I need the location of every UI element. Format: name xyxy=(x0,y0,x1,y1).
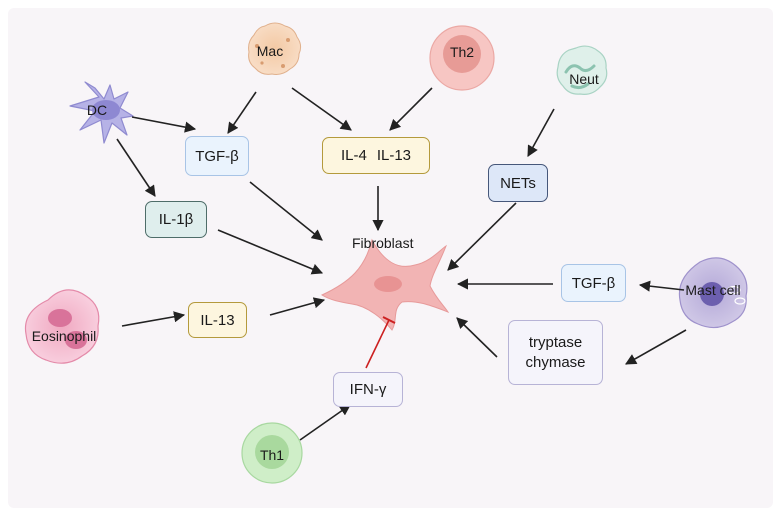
mediator-box-il1b: IL-1β xyxy=(145,201,207,238)
arrow-eosinophil-to-il13 xyxy=(121,311,186,327)
cell-label-neut: Neut xyxy=(569,71,599,87)
arrow-th1-to-ifn-gamma xyxy=(299,404,351,441)
mediator-label: IL-1β xyxy=(158,211,194,228)
mediator-box-il13-left: IL-13 xyxy=(188,302,247,338)
cell-label-th1: Th1 xyxy=(259,447,285,463)
arrow-il1b-to-fibroblast xyxy=(217,229,324,275)
arrow-th2-to-il4-il13 xyxy=(389,87,433,131)
fibroblast-label: Fibroblast xyxy=(352,235,414,251)
mediator-label-il13: IL-13 xyxy=(376,147,412,164)
th2-cell-icon xyxy=(429,25,495,91)
mediator-label-chymase: chymase xyxy=(525,353,586,371)
background-panel xyxy=(8,8,773,508)
arrow-il13-to-fibroblast xyxy=(269,297,326,316)
dendritic-cell-icon xyxy=(69,81,134,144)
mediator-box-il4-il13: IL-4 IL-13 xyxy=(322,137,430,174)
eosinophil-cell-icon xyxy=(24,289,100,364)
cell-label-mast-cell: Mast cell xyxy=(685,282,741,298)
cell-label-eosinophil: Eosinophil xyxy=(31,328,97,344)
arrow-dc-to-tgfb xyxy=(131,116,197,133)
arrow-mac-to-tgfb xyxy=(227,91,257,134)
mediator-label-il4: IL-4 xyxy=(340,147,367,164)
cell-label-th2: Th2 xyxy=(449,44,475,60)
arrow-nets-to-fibroblast xyxy=(447,202,517,271)
mediator-box-tgf-beta-right: TGF-β xyxy=(561,264,626,302)
arrow-mast-cell-to-tgfb xyxy=(638,280,685,292)
arrow-dc-to-il1b xyxy=(116,138,156,197)
mediator-box-ifn-gamma: IFN-γ xyxy=(333,372,403,407)
neutrophil-cell-icon xyxy=(556,45,608,95)
mediator-label: TGF-β xyxy=(195,147,239,165)
mediator-label: TGF-β xyxy=(571,274,616,292)
mediator-box-tryptase-chymase: tryptase chymase xyxy=(508,320,603,385)
fibroblast-cell-icon xyxy=(320,238,450,331)
arrow-tryptase-to-fibroblast xyxy=(456,317,498,358)
arrow-mast-cell-to-tryptase xyxy=(625,329,687,365)
cell-label-mac: Mac xyxy=(256,43,284,59)
mediator-box-nets: NETs xyxy=(488,164,548,202)
th1-cell-icon xyxy=(241,422,303,484)
arrow-neut-to-nets xyxy=(527,108,555,157)
arrow-mac-to-il4-il13 xyxy=(291,87,352,131)
mediator-label: IL-13 xyxy=(200,311,235,329)
arrow-tgfb-to-fibroblast xyxy=(249,181,323,241)
macrophage-cell-icon xyxy=(248,22,302,75)
inhibition-ifn-gamma-to-fibroblast xyxy=(365,316,396,369)
mast-cell-icon xyxy=(678,257,748,329)
mediator-box-tgf-beta-left: TGF-β xyxy=(185,136,249,176)
mediator-label: IFN-γ xyxy=(349,381,387,398)
cell-label-dc: DC xyxy=(86,102,108,118)
mediator-label: NETs xyxy=(500,174,536,192)
mediator-label-tryptase: tryptase xyxy=(528,333,583,351)
